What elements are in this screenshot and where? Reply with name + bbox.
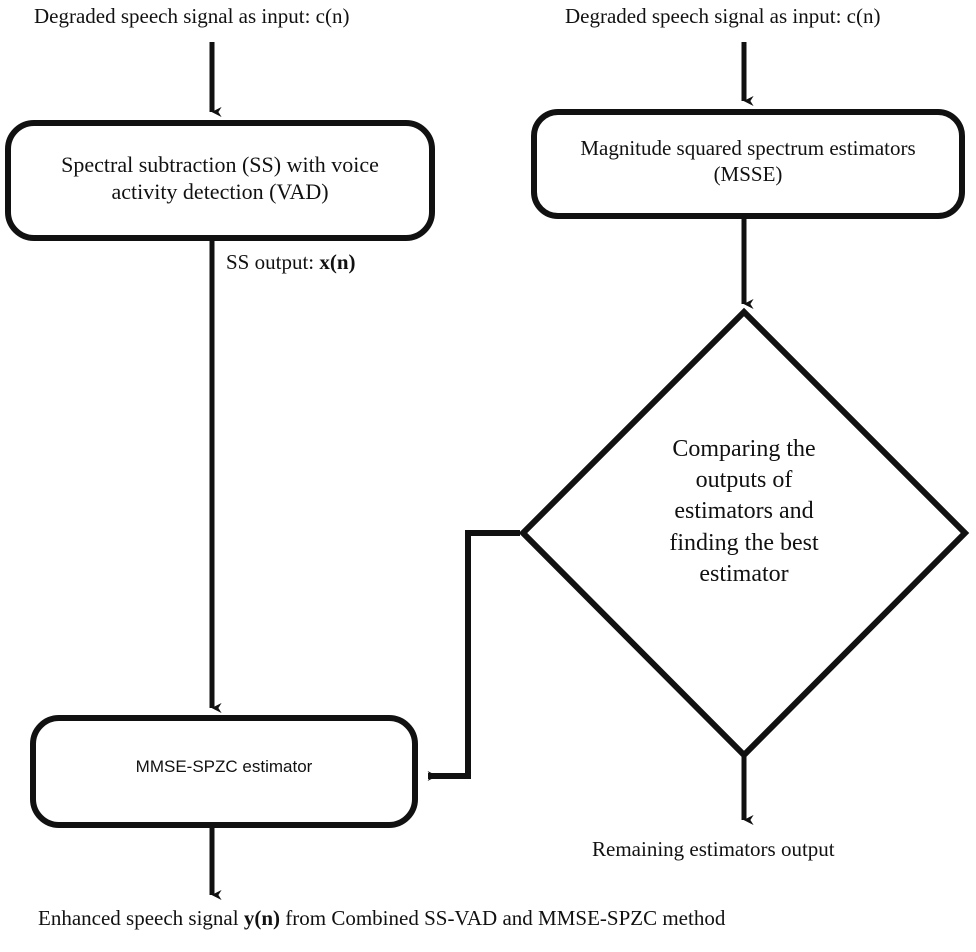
- label-final-output-part-1: Enhanced speech signal: [38, 906, 244, 930]
- node-compare-line-3: estimators and: [674, 498, 814, 525]
- label-ss-output: SS output: x(n): [226, 250, 356, 275]
- connector-compare-to-mmse-spzc: [427, 530, 520, 781]
- label-ss-output-symbol: x(n): [319, 250, 356, 274]
- node-mmse-spzc-shape[interactable]: [30, 715, 418, 828]
- label-final-output-part-2: from Combined SS-VAD and MMSE-SPZC metho…: [280, 906, 726, 930]
- node-msse-line-1: Magnitude squared spectrum estimators: [580, 136, 916, 160]
- node-msse-shape[interactable]: [531, 109, 965, 219]
- node-compare-line-2: outputs of: [695, 467, 793, 494]
- label-input-left: Degraded speech signal as input: c(n): [34, 4, 350, 28]
- label-final-output: Enhanced speech signal y(n) from Combine…: [38, 906, 725, 931]
- label-input-right: Degraded speech signal as input: c(n): [565, 4, 881, 28]
- node-msse-line-2: (MSSE): [713, 161, 783, 186]
- node-mmse-spzc-label: MMSE-SPZC estimator: [135, 757, 313, 776]
- node-ss-vad-line-2: activity detection (VAD): [111, 178, 329, 204]
- node-compare-label: Comparing the outputs of estimators and …: [594, 434, 894, 590]
- node-compare-line-5: estimator: [699, 560, 789, 587]
- node-compare-line-1: Comparing the: [672, 436, 816, 462]
- label-ss-output-prefix: SS output:: [226, 250, 320, 274]
- node-ss-vad-line-1: Spectral subtraction (SS) with voice: [61, 152, 379, 177]
- label-final-output-symbol: y(n): [243, 906, 281, 930]
- label-remaining-output: Remaining estimators output: [592, 837, 835, 861]
- node-ss-vad-shape[interactable]: [5, 120, 435, 241]
- node-ss-vad-label: Spectral subtraction (SS) with voice act…: [8, 152, 432, 206]
- node-msse-label: Magnitude squared spectrum estimators (M…: [534, 136, 962, 187]
- node-compare-line-4: finding the best: [669, 529, 819, 556]
